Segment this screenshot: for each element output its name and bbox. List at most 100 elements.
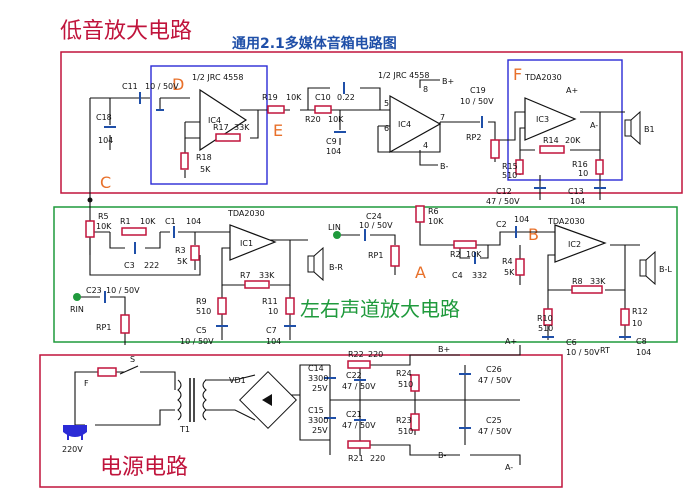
r7-resistor: [244, 280, 270, 289]
c26-value: 47 / 50V: [478, 376, 512, 385]
bass-aplus: A+: [566, 86, 578, 95]
r8-resistor: [571, 285, 603, 294]
rp1-left-pot[interactable]: [120, 314, 130, 334]
b1-label: B1: [644, 125, 655, 134]
c21-label: C21: [346, 410, 362, 419]
ic4a-label: IC4: [208, 116, 221, 125]
r14-label: R14: [543, 136, 559, 145]
marker-b: B: [528, 225, 539, 244]
marker-f: F: [513, 65, 522, 84]
r3-resistor: [190, 245, 200, 261]
c19-label: C19: [470, 86, 486, 95]
r2-resistor: [453, 240, 477, 249]
r5-value: 10K: [96, 222, 112, 231]
marker-a: A: [415, 263, 426, 282]
c18-label: C18: [96, 113, 112, 122]
r5-label: R5: [98, 212, 109, 221]
r22-resistor: [347, 360, 371, 369]
ic4b-opamp: [389, 94, 442, 154]
c21-value: 47 / 50V: [342, 421, 376, 430]
r2-value: 10K: [466, 250, 482, 259]
r14-value: 20K: [565, 136, 581, 145]
power-bplus: B+: [438, 345, 450, 354]
r6-resistor: [415, 205, 425, 223]
ic3-part: TDA2030: [524, 73, 562, 82]
r16-value: 10: [578, 169, 588, 178]
r19-resistor: [267, 105, 285, 114]
c22-label: C22: [346, 371, 362, 380]
ic4b-pin6: 6: [384, 124, 389, 133]
r23-resistor: [410, 413, 420, 431]
c25-label: C25: [486, 416, 502, 425]
r18-resistor: [180, 152, 189, 170]
c24-value: 10 / 50V: [359, 221, 393, 230]
r1-label: R1: [120, 217, 131, 226]
r4-resistor: [515, 258, 525, 276]
subcircuit-box-f: [507, 59, 623, 181]
r16-label: R16: [572, 160, 588, 169]
lin-label: LIN: [328, 223, 341, 232]
r5-resistor: [85, 220, 95, 238]
rp2-pot[interactable]: [490, 139, 500, 159]
ic4b-pin5: 5: [384, 99, 389, 108]
b-r-label: B-R: [329, 263, 343, 272]
vd1-bridge-rectifier: [239, 371, 297, 429]
r9-value: 510: [196, 307, 211, 316]
r11-resistor: [285, 297, 295, 315]
r9-label: R9: [196, 297, 207, 306]
marker-c: C: [100, 173, 111, 192]
power-section-box: [39, 354, 563, 488]
channel-section-box: [53, 206, 678, 343]
r24-resistor: [410, 374, 420, 392]
c8-label: C8: [636, 337, 647, 346]
c26-label: C26: [486, 365, 502, 374]
c13-label: C13: [568, 187, 584, 196]
b-r-speaker-icon: [307, 246, 324, 282]
c23-label: C23: [86, 286, 102, 295]
c10-value: 0.22: [337, 93, 355, 102]
c15-value: 3300: [308, 416, 328, 425]
c3-label: C3: [124, 261, 135, 270]
power-switch[interactable]: [119, 365, 139, 375]
c12-label: C12: [496, 187, 512, 196]
subtitle: 通用2.1多媒体音箱电路图: [232, 35, 397, 52]
ic4b-pin7: 7: [440, 113, 445, 122]
r20-resistor: [314, 105, 332, 114]
b1-speaker-icon: [624, 110, 641, 146]
ic2-label: IC2: [568, 240, 581, 249]
ic4b-part: 1/2 JRC 4558: [378, 71, 429, 80]
ic1-amp: [229, 224, 277, 261]
ic2-part: TDA2030: [547, 217, 585, 226]
r22-label: R22: [348, 350, 364, 359]
r19-label: R19: [262, 93, 278, 102]
r7-value: 33K: [259, 271, 275, 280]
bass-aminus: A-: [590, 121, 598, 130]
c6-value: 10 / 50V: [566, 348, 600, 357]
vd1-label: VD1: [229, 376, 246, 385]
r8-label: R8: [572, 277, 583, 286]
rin-input-jack[interactable]: [73, 293, 81, 301]
power-bminus: B-: [438, 451, 446, 460]
ic4b-pin4: 4: [423, 141, 428, 150]
r15-resistor: [515, 159, 524, 175]
r20-value: 10K: [328, 115, 344, 124]
plug-icon: [63, 425, 87, 440]
r22-value: 220: [368, 350, 383, 359]
r21-resistor: [347, 440, 371, 449]
c14-value: 3300: [308, 374, 328, 383]
r20-label: R20: [305, 115, 321, 124]
c24-label: C24: [366, 212, 382, 221]
rp1-right-pot[interactable]: [390, 245, 400, 267]
c9-label: C9: [326, 137, 337, 146]
subcircuit-box-d: [150, 65, 268, 185]
lin-input-jack[interactable]: [333, 231, 341, 239]
ic1-part: TDA2030: [227, 209, 265, 218]
c1-value: 104: [186, 217, 201, 226]
bass-section-box: [60, 51, 683, 194]
c7-value: 104: [266, 337, 281, 346]
transformer-t1: [177, 378, 207, 422]
ic4b-pin8: 8: [423, 85, 428, 94]
c2-value: 104: [514, 215, 529, 224]
r3-label: R3: [175, 246, 186, 255]
